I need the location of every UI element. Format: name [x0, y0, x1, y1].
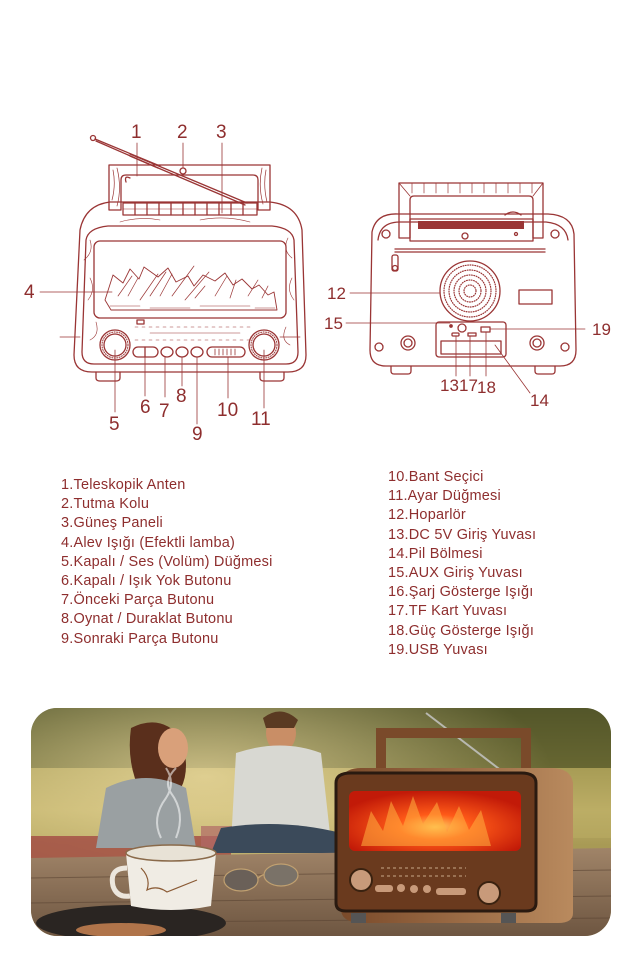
sunglasses [223, 863, 299, 892]
callout-14: 14 [530, 391, 549, 410]
legend-item-1: 1.Teleskopik Anten [61, 477, 186, 493]
legend-item-8: 8.Oynat / Duraklat Butonu [61, 611, 233, 628]
woman-figure [96, 722, 196, 848]
callout-19: 19 [592, 320, 611, 339]
legend-right-column: 10.Bant Seçici 11.Ayar Düğmesi 12.Hoparl… [388, 468, 536, 660]
legend-item-15: 15.AUX Giriş Yuvası [388, 565, 523, 582]
legend-item-4: 4.Alev Işığı (Efektli lamba) [61, 534, 236, 551]
legend-item-11: 11.Ayar Düğmesi [388, 488, 501, 505]
front-buttons [132, 346, 246, 358]
legend-left-column: 1.Teleskopik Anten 2.Tutma Kolu 3.Güneş … [61, 476, 273, 649]
enamel-mug [109, 767, 217, 910]
radio-body [73, 201, 307, 382]
legend-item-12: 12.Hoparlör [388, 507, 466, 524]
callout-18: 18 [477, 378, 496, 397]
back-view-radio [345, 182, 586, 394]
flame-radio-photo [334, 712, 573, 923]
legend-item-18: 18.Güç Gösterge Işığı [388, 622, 535, 639]
legend-item-17: 17.TF Kart Yuvası [388, 603, 508, 620]
callout-4: 4 [24, 282, 35, 303]
callout-11: 11 [251, 409, 271, 430]
solar-panel-back [418, 221, 524, 229]
tuning-scale [134, 326, 251, 341]
legend-item-6: 6.Kapalı / Işık Yok Butonu [61, 573, 232, 590]
callout-15: 15 [324, 314, 343, 333]
legend-item-19: 19.USB Yuvası [388, 641, 488, 658]
speaker-grille [439, 260, 501, 322]
telescopic-antenna [89, 134, 248, 206]
lifestyle-photo [31, 708, 611, 936]
legend-item-7: 7.Önceki Parça Butonu [61, 592, 215, 609]
callout-1: 1 [131, 122, 142, 143]
callout-6: 6 [140, 397, 151, 418]
callout-12: 12 [327, 284, 346, 303]
legend-item-16: 16.Şarj Gösterge Işığı [388, 584, 534, 601]
solar-panel [122, 202, 258, 216]
product-diagram [39, 134, 586, 425]
front-leader-lines [39, 142, 301, 425]
callout-2: 2 [177, 122, 188, 143]
port-panel [435, 321, 507, 358]
legend-item-2: 2.Tutma Kolu [61, 496, 150, 513]
flame-light-window [93, 240, 287, 325]
front-view-radio [39, 134, 307, 425]
legend-item-3: 3.Güneş Paneli [61, 515, 163, 532]
callout-17: 17 [459, 376, 478, 395]
callout-10: 10 [217, 400, 239, 421]
callout-9: 9 [192, 424, 203, 445]
callout-5: 5 [109, 414, 120, 435]
callout-3: 3 [216, 122, 227, 143]
legend-item-14: 14.Pil Bölmesi [388, 545, 483, 562]
callout-13: 13 [440, 376, 459, 395]
callout-8: 8 [176, 386, 187, 407]
legend-item-5: 5.Kapalı / Ses (Volüm) Düğmesi [61, 553, 273, 570]
legend-item-10: 10.Bant Seçici [388, 469, 484, 485]
legend-item-13: 13.DC 5V Giriş Yuvası [388, 526, 537, 543]
man-figure [211, 711, 341, 853]
legend-item-9: 9.Sonraki Parça Butonu [61, 630, 219, 647]
callout-7: 7 [159, 401, 170, 422]
back-leader-lines [345, 292, 586, 394]
carry-handle [108, 164, 271, 211]
